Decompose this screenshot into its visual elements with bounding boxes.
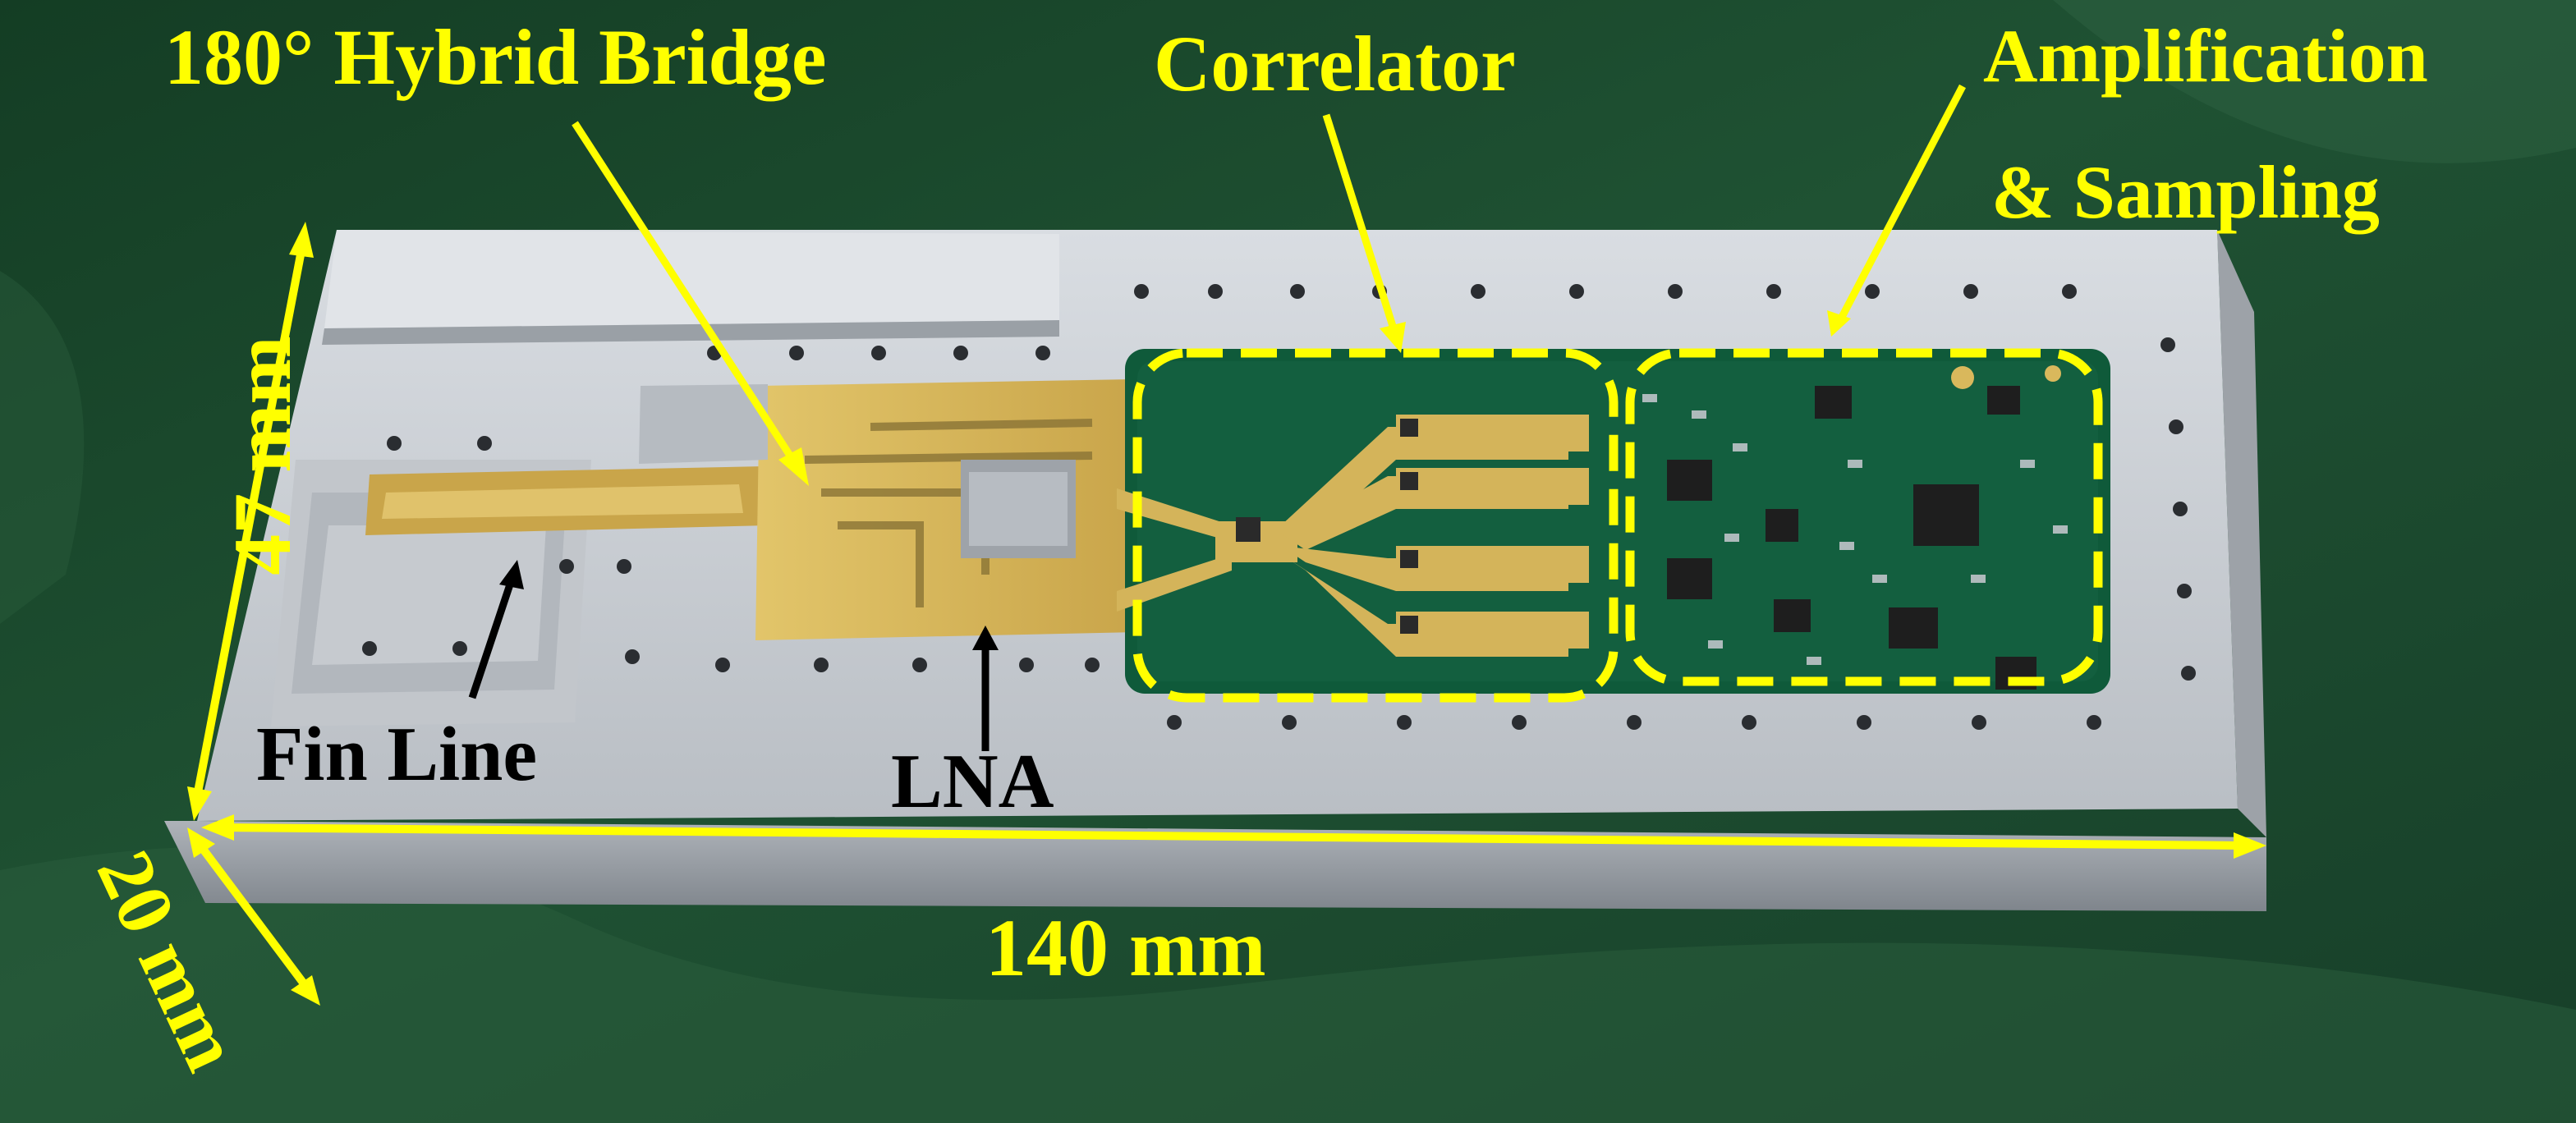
width-dimension-label: 47 mm [217, 336, 308, 575]
correlator-dashed-box [1132, 348, 1619, 703]
sampling-label: & Sampling [1991, 150, 2380, 234]
hybrid-bridge-board [755, 379, 1137, 640]
housing-right-face [2217, 230, 2266, 837]
length-dimension-label: 140 mm [985, 902, 1266, 993]
correlator-label: Correlator [1154, 20, 1516, 108]
lna-label: LNA [891, 739, 1054, 824]
amplification-dashed-box [1625, 348, 2103, 686]
amplification-label: Amplification [1983, 14, 2428, 98]
hybrid-bridge-label: 180° Hybrid Bridge [164, 13, 827, 101]
fin-line-label: Fin Line [256, 712, 538, 797]
